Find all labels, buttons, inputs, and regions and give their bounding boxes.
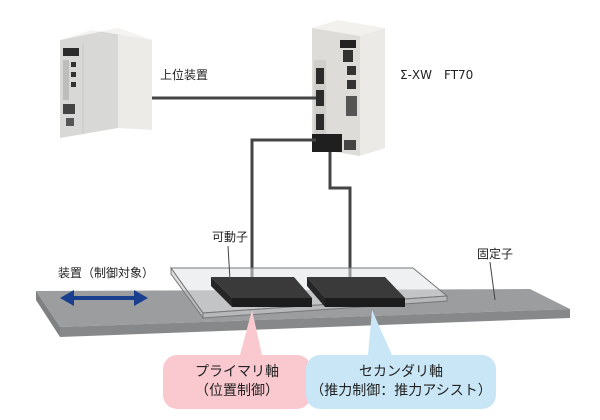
stator-leader <box>489 261 496 301</box>
secondary-motor-coil <box>307 277 405 307</box>
host-controller-image <box>60 28 152 138</box>
secondary-axis-mode: （推力制御：推力アシスト） <box>310 383 492 399</box>
mover-label: 可動子 <box>212 230 249 244</box>
primary-axis-callout: プライマリ軸 （位置制御） <box>163 355 311 409</box>
primary-axis-mode: （位置制御） <box>195 383 279 399</box>
secondary-axis-title: セカンダリ軸 <box>359 364 443 380</box>
primary-axis-title: プライマリ軸 <box>195 364 279 380</box>
host-device-label: 上位装置 <box>160 68 209 82</box>
servo-drive-image <box>312 20 385 156</box>
secondary-axis-callout: セカンダリ軸 （推力制御：推力アシスト） <box>306 355 496 409</box>
secondary-axis-cable <box>328 152 352 278</box>
mover-leader <box>227 245 231 281</box>
stator-label: 固定子 <box>477 247 514 261</box>
servo-model-label: Σ-XW FT70 <box>400 68 474 82</box>
primary-axis-cable <box>250 138 316 278</box>
secondary-callout-pointer <box>368 310 392 355</box>
primary-motor-coil <box>211 277 312 307</box>
movement-double-arrow-icon <box>60 290 148 306</box>
device-label: 装置（制御対象） <box>58 266 155 280</box>
primary-callout-pointer <box>240 310 262 355</box>
